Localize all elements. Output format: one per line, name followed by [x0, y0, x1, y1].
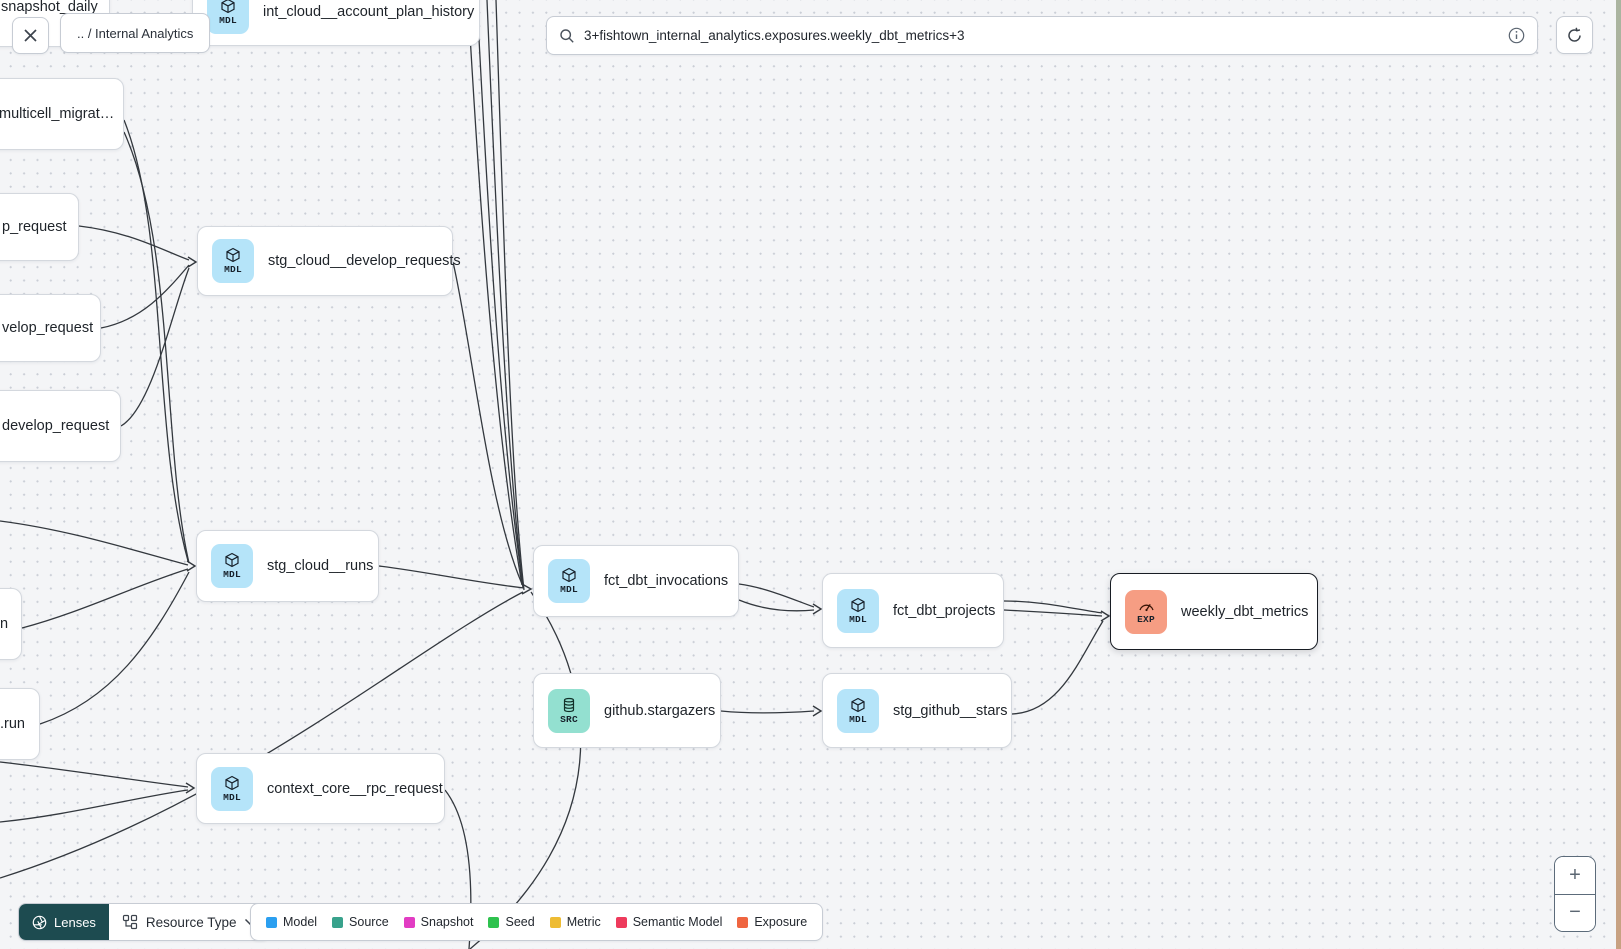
breadcrumb[interactable]: .. / Internal Analytics [60, 13, 211, 53]
gauge-icon [1138, 603, 1154, 611]
legend-item-metric: Metric [549, 915, 601, 929]
cube-icon [225, 775, 239, 790]
node-label: weekly_dbt_metrics [1181, 603, 1309, 620]
search-icon [560, 28, 574, 43]
legend-item-semantic-model: Semantic Model [615, 915, 722, 929]
node-label: develop_request [2, 418, 110, 434]
close-button[interactable] [12, 17, 49, 54]
cube-icon [562, 567, 576, 583]
cube-icon [221, 0, 235, 14]
sitemap-icon [122, 914, 138, 930]
database-icon [563, 697, 575, 712]
close-icon [24, 29, 37, 42]
legend-item-exposure: Exposure [737, 915, 807, 929]
zoom-in-button[interactable]: + [1555, 857, 1595, 895]
node-label: p_request [2, 219, 67, 235]
node-label: github.stargazers [604, 702, 716, 719]
badge-label: EXP [1137, 613, 1155, 625]
legend-item-source: Source [332, 915, 389, 929]
model-badge: MDL [837, 688, 879, 733]
model-badge: MDL [212, 239, 254, 283]
source-badge: SRC [548, 688, 590, 733]
exposure-badge: EXP [1125, 589, 1167, 634]
node-label: snapshot_daily [1, 0, 98, 15]
legend-item-model: Model [266, 915, 317, 929]
badge-label: MDL [224, 264, 242, 275]
node-left-edge-run[interactable]: MDL .run [0, 688, 40, 760]
node-int-cloud-account-plan-history[interactable]: MDL int_cloud__account_plan_history [192, 0, 480, 46]
search-bar[interactable] [546, 16, 1538, 55]
breadcrumb-label: .. / Internal Analytics [77, 25, 194, 41]
model-badge: MDL [211, 766, 253, 811]
node-label: stg_cloud__runs [267, 558, 374, 574]
resource-type-label: Resource Type [145, 914, 237, 930]
node-velop-request[interactable]: MDL velop_request [0, 294, 101, 362]
refresh-button[interactable] [1556, 16, 1593, 54]
node-develop-request[interactable]: MDL develop_request [0, 390, 121, 462]
node-label: stg_cloud__develop_requests [268, 253, 461, 269]
badge-label: MDL [849, 713, 867, 725]
badge-label: MDL [560, 584, 578, 595]
node-label: int_cloud__account_plan_history [263, 4, 475, 20]
badge-label: MDL [223, 569, 241, 580]
node-label: multicell_migrat… [0, 106, 115, 122]
node-label: velop_request [2, 320, 94, 336]
lens-aperture-icon [32, 915, 47, 929]
model-badge: MDL [837, 588, 879, 633]
node-label: .run [0, 716, 25, 732]
cube-icon [851, 697, 865, 712]
node-multicell-migrat[interactable]: MDL multicell_migrat… [0, 78, 124, 150]
info-icon[interactable] [1508, 27, 1525, 44]
node-p-request[interactable]: MDL p_request [0, 193, 79, 261]
seed-swatch [488, 916, 500, 928]
badge-label: MDL [219, 15, 237, 26]
node-label: stg_github__stars [893, 702, 1008, 719]
lenses-button[interactable]: Lenses [19, 904, 109, 940]
node-context-core-rpc-request[interactable]: MDL context_core__rpc_request [196, 753, 445, 824]
resource-type-dropdown[interactable]: Resource Type [108, 904, 270, 940]
legend-item-seed: Seed [488, 915, 535, 929]
badge-label: SRC [560, 713, 578, 725]
zoom-out-button[interactable]: − [1555, 894, 1595, 931]
snapshot-swatch [403, 916, 415, 928]
model-swatch [266, 916, 277, 928]
model-badge: MDL [211, 544, 253, 588]
semantic-model-swatch [615, 916, 627, 928]
node-weekly-dbt-metrics[interactable]: EXP weekly_dbt_metrics [1110, 573, 1318, 650]
source-swatch [332, 916, 344, 928]
metric-swatch [549, 916, 561, 928]
minus-icon: − [1569, 901, 1581, 924]
search-input[interactable] [584, 28, 1499, 43]
badge-label: MDL [849, 613, 867, 625]
refresh-icon [1568, 27, 1581, 42]
node-stg-cloud-develop-requests[interactable]: MDL stg_cloud__develop_requests [197, 226, 461, 296]
node-stg-github-stars[interactable]: MDL stg_github__stars [822, 673, 1012, 748]
node-stg-cloud-runs[interactable]: MDL stg_cloud__runs [196, 530, 379, 602]
node-fct-dbt-projects[interactable]: MDL fct_dbt_projects [822, 573, 1004, 648]
node-label: fct_dbt_projects [893, 602, 996, 619]
screen-right-edge-strip [1616, 0, 1621, 949]
model-badge: MDL [548, 559, 590, 603]
node-label: n [0, 616, 9, 632]
node-left-edge-n[interactable]: MDL n [0, 588, 22, 660]
exposure-swatch [737, 916, 749, 928]
node-label: context_core__rpc_request [267, 780, 443, 797]
cube-icon [226, 247, 240, 263]
model-badge: MDL [207, 0, 249, 34]
badge-label: MDL [223, 791, 241, 803]
node-github-stargazers[interactable]: SRC github.stargazers [533, 673, 721, 748]
node-label: fct_dbt_invocations [604, 573, 729, 589]
legend-item-snapshot: Snapshot [403, 915, 473, 929]
cube-icon [851, 597, 865, 612]
node-fct-dbt-invocations[interactable]: MDL fct_dbt_invocations [533, 545, 739, 617]
resource-type-legend: Model Source Snapshot Seed Metric Semant… [250, 903, 824, 941]
zoom-controls: + − [1554, 856, 1596, 932]
cube-icon [225, 552, 239, 568]
plus-icon: + [1569, 863, 1581, 886]
lenses-control-group: Lenses Resource Type [18, 903, 271, 941]
lenses-label: Lenses [54, 914, 96, 930]
